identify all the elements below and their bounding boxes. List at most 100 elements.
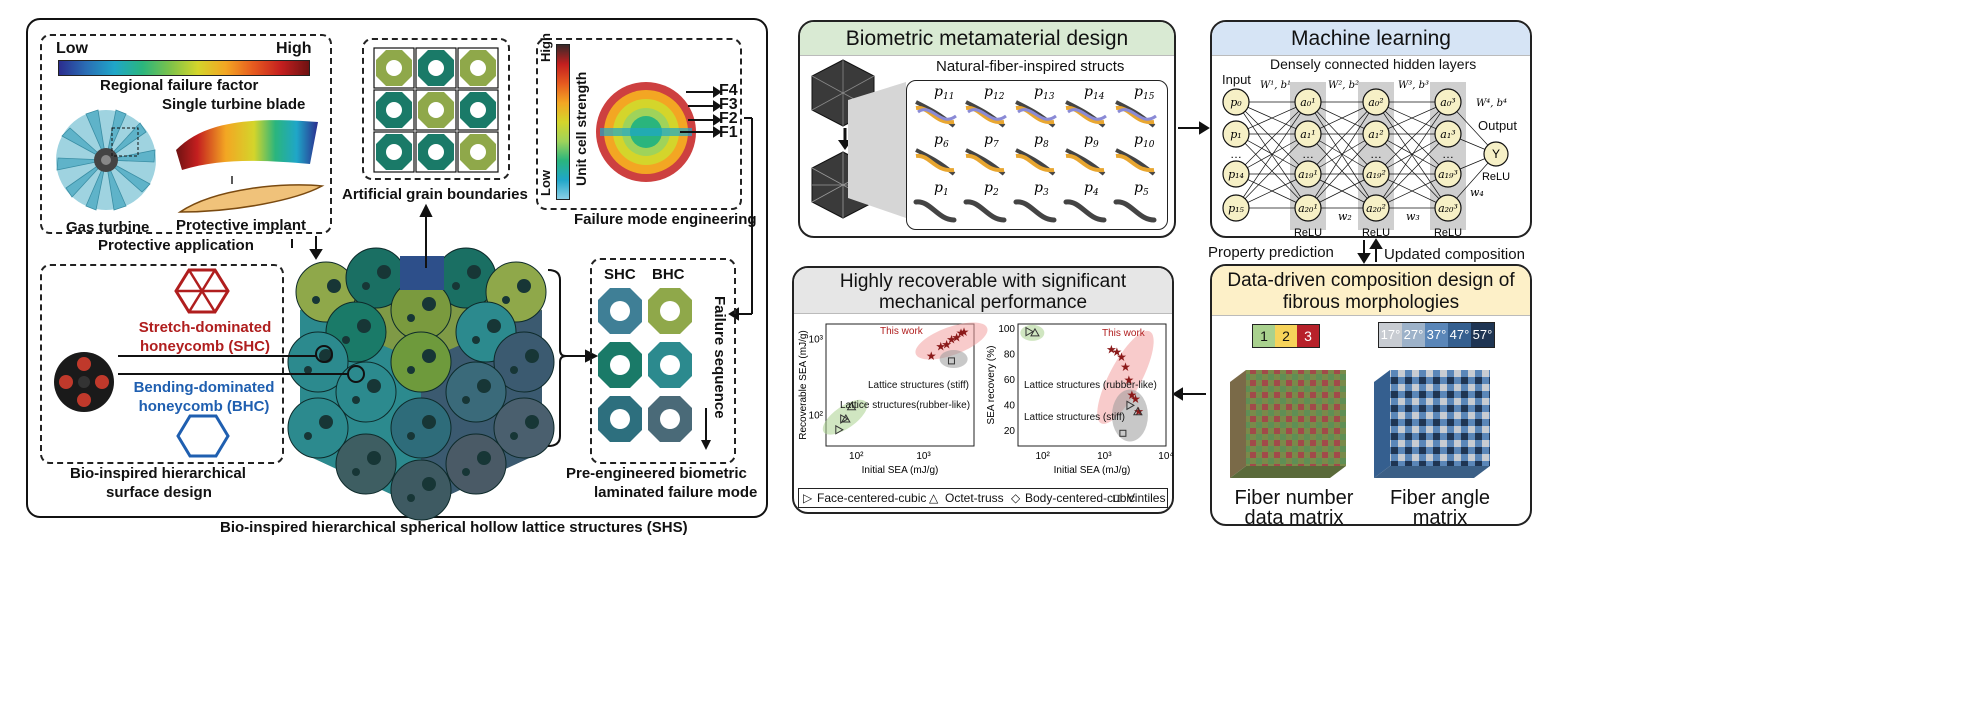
lattice-sphere (390, 331, 452, 393)
nn-edge (1235, 133, 1309, 175)
this-work-point: ★ (951, 331, 962, 345)
weight-label: W², b² (1328, 80, 1359, 91)
laminated-hole (660, 409, 680, 429)
ml-input-label: Input (1222, 72, 1251, 87)
fcc-legend-icon: ▷ (803, 491, 813, 505)
laminated-hole (610, 355, 630, 375)
fiber-strand (915, 105, 955, 125)
bhc-label: Bending-dominated honeycomb (BHC) (133, 379, 275, 415)
nn-node-label: a₁² (1368, 128, 1383, 141)
fiber-number-3: 3 (1297, 325, 1319, 347)
this-work-point: ★ (946, 332, 957, 346)
this-work-point: ★ (956, 326, 967, 340)
composition-title-2: fibrous morphologies (1282, 292, 1460, 313)
grain-hole (386, 102, 402, 118)
nn-node-label: p₁₄ (1228, 168, 1244, 181)
fiber-angle-47: 47° (1448, 323, 1471, 347)
sphere-hole (422, 349, 436, 363)
sphere-hole (304, 366, 312, 374)
nn-ellipsis: … (1230, 147, 1242, 161)
protective-implant-image (177, 184, 325, 213)
small-weight-label: w₄ (1470, 186, 1484, 199)
nn-edge (1375, 133, 1449, 209)
grain-cell (415, 47, 457, 89)
f4-label: F4 (719, 82, 738, 99)
protective-application-box (40, 34, 332, 234)
this-work-point: ★ (935, 340, 946, 354)
octet-point (1133, 406, 1143, 416)
nn-node-label: p₁₅ (1228, 202, 1244, 215)
zoom-wedge (848, 82, 906, 218)
failure-sequence-arrow (701, 408, 711, 450)
fiber-label-p4: p4 (1084, 180, 1099, 198)
nn-ellipsis: … (1442, 147, 1454, 161)
grain-hole (428, 60, 444, 76)
bcc-legend-label: Body-centered-cubic (1025, 491, 1136, 505)
fiber-angle-57: 57° (1471, 323, 1494, 347)
chart-annotation: This work (1102, 328, 1146, 339)
sphere-hole (462, 468, 470, 476)
grain-hole (470, 60, 486, 76)
weight-label: W⁴, b⁴ (1476, 98, 1507, 109)
weight-label: W³, b³ (1398, 80, 1429, 91)
nn-node-label: a₂₀² (1366, 202, 1386, 215)
fiber-number-legend: 1 2 3 (1252, 324, 1320, 348)
fiber-number-1: 1 (1253, 325, 1275, 347)
fiber-label-p3: p3 (1034, 180, 1049, 198)
grain-boundaries-box (362, 38, 510, 180)
fiber-number-caption-2: data matrix (1244, 507, 1344, 529)
protective-application-label: Protective application (98, 237, 254, 254)
chart-annotation: Lattice structures (rubber-like) (1024, 380, 1157, 391)
chart-annotation: This work (880, 326, 924, 337)
fiber-strand (1013, 199, 1057, 223)
protective-implant-label: Protective implant (176, 217, 307, 234)
nn-node (1222, 120, 1250, 148)
octet-point (1030, 327, 1040, 337)
laminated-label-2: laminated failure mode (594, 484, 758, 501)
fiber-strand (1063, 199, 1107, 223)
property-prediction-label: Property prediction (1208, 244, 1334, 261)
sphere-hole (452, 282, 460, 290)
sphere-hole (462, 396, 470, 404)
failure-sequence-label: Failure sequence (711, 296, 728, 419)
fiber-label-p10: p10 (1134, 132, 1155, 150)
vintiles-point (1119, 429, 1127, 437)
fiber-angle-37: 37° (1425, 323, 1448, 347)
x-tick-label: 10² (849, 451, 864, 462)
this-work-point: ★ (1116, 350, 1127, 364)
regional-failure-colorbar (58, 60, 310, 76)
nn-edge (1235, 101, 1309, 209)
shc-label: Stretch-dominated honeycomb (SHC) (138, 319, 272, 355)
this-work-point: ★ (1123, 373, 1134, 387)
sphere-hole (525, 349, 539, 363)
gas-turbine-label: Gas turbine (66, 219, 150, 236)
surface-design-label-1: Bio-inspired hierarchical (70, 465, 246, 482)
sphere-hole (487, 319, 501, 333)
biometric-title: Biometric metamaterial design (800, 22, 1174, 56)
this-work-point: ★ (1112, 345, 1123, 359)
laminated-shc-label: SHC (604, 266, 636, 283)
recoverable-title-2: mechanical performance (878, 292, 1088, 313)
laminated-hole (660, 301, 680, 321)
octet-point (840, 413, 851, 423)
x-tick-label: 10² (1035, 451, 1050, 462)
grain-hole (470, 102, 486, 118)
nn-node-label: a₁³ (1440, 128, 1455, 141)
fiber-strand (965, 153, 1005, 173)
grain-boundaries-label: Artificial grain boundaries (342, 186, 528, 203)
sphere-hole (357, 319, 371, 333)
ml-output-label: Output (1478, 118, 1518, 133)
lattice-sphere (390, 459, 452, 521)
lattice-sphere (335, 433, 397, 495)
y-axis-label: Recoverable SEA (mJ/g) (798, 330, 809, 440)
x-tick-label: 10⁴ (1158, 451, 1173, 462)
this-work-point: ★ (1106, 342, 1117, 356)
y-tick-label: 80 (1004, 350, 1016, 361)
fiber-strand (1115, 153, 1155, 173)
this-work-point: ★ (1130, 392, 1141, 406)
nn-node-label: p₁ (1230, 128, 1241, 141)
sphere-hole (477, 451, 491, 465)
highlight-region (939, 350, 968, 369)
chart-annotation: Lattice structures (stiff) (868, 380, 969, 391)
nn-node-label: p₀ (1230, 96, 1242, 109)
